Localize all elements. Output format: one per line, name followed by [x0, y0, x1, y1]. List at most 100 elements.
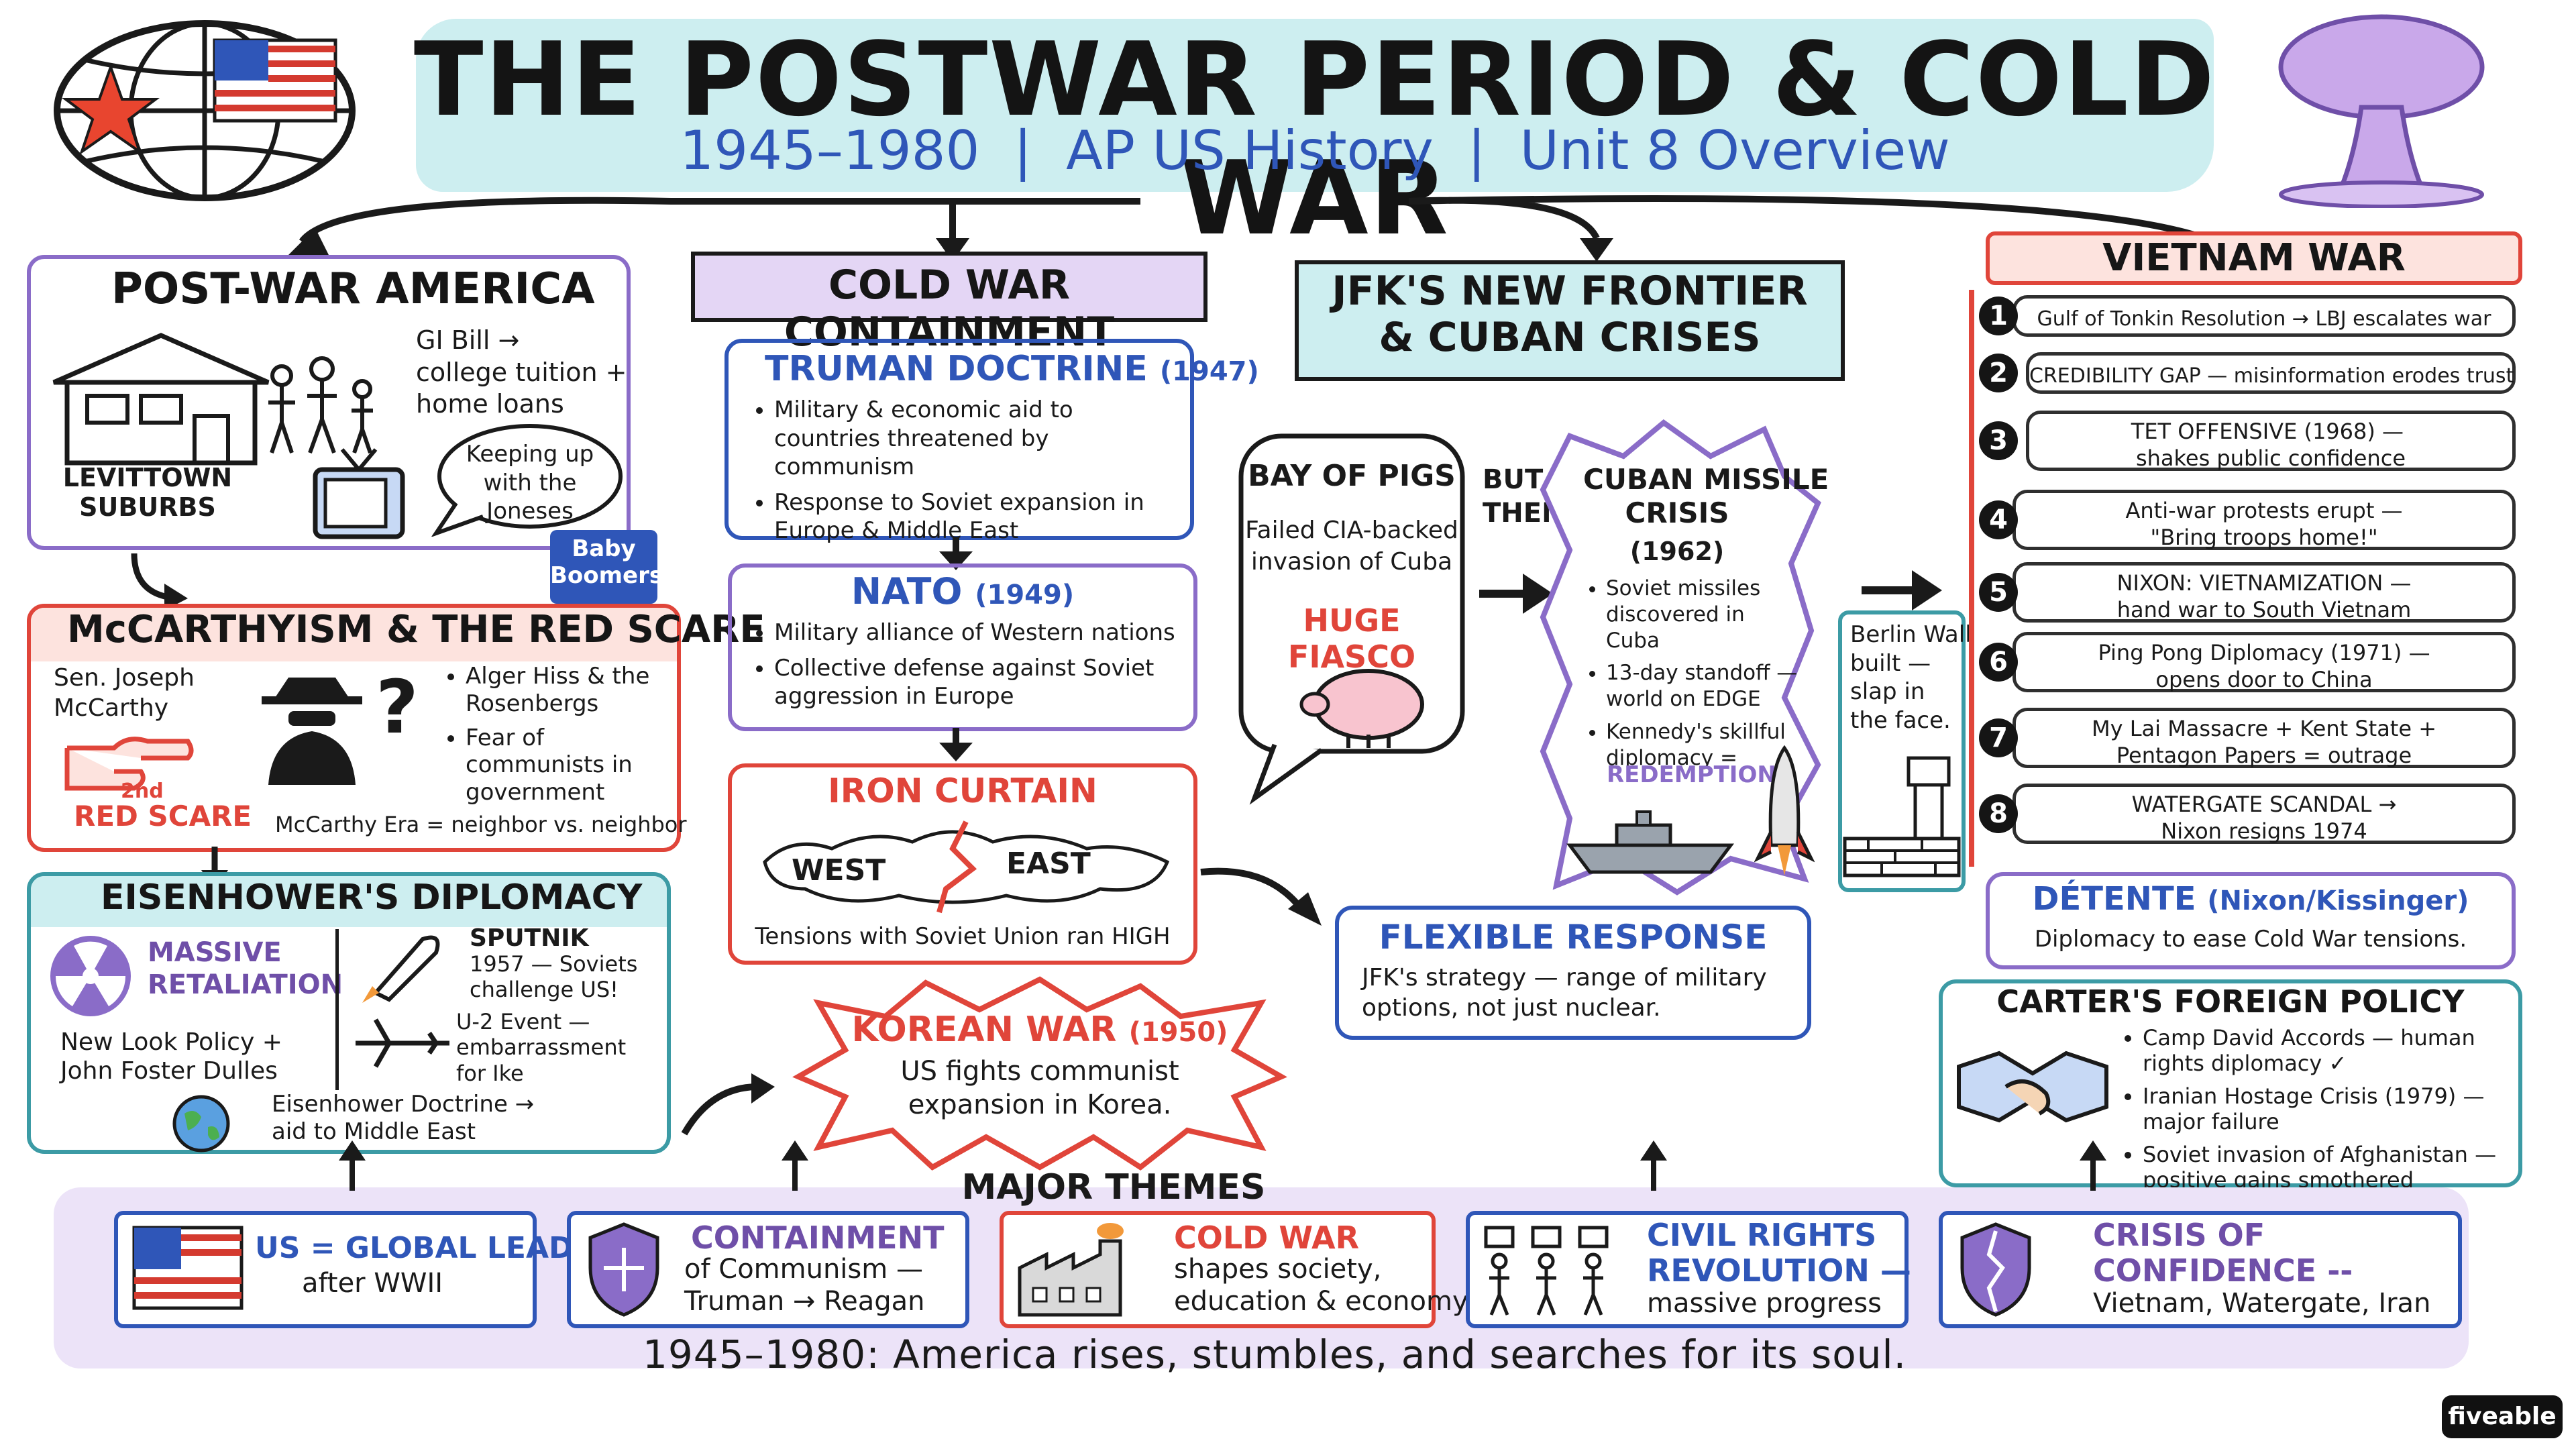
step-number: 4 — [1979, 500, 2018, 539]
page-subtitle: 1945–1980 | AP US History | Unit 8 Overv… — [680, 119, 1950, 182]
mccarthy-panel — [27, 604, 681, 852]
house-icon — [52, 333, 270, 466]
missile-crisis-title: CUBAN MISSILE CRISIS — [1583, 463, 1829, 530]
theme-title: COLD WAR — [1174, 1220, 1360, 1256]
vietnam-step: My Lai Massacre + Kent State + Pentagon … — [2012, 708, 2516, 768]
burst-shape — [792, 976, 1287, 1171]
theme-sub: shapes society, education & economy — [1174, 1254, 1468, 1317]
east-label: EAST — [1006, 847, 1091, 881]
carter-panel — [1939, 979, 2522, 1187]
carter-title: CARTER'S FOREIGN POLICY — [1996, 983, 2465, 1020]
truman-bullet: Military & economic aid to countries thr… — [774, 396, 1181, 482]
vietnam-step-text: TET OFFENSIVE (1968) — shakes public con… — [2131, 419, 2406, 471]
theme-sub: Vietnam, Watergate, Iran — [2093, 1288, 2431, 1319]
step-number: 3 — [1979, 421, 2018, 460]
page-title: THE POSTWAR PERIOD & COLD WAR — [413, 20, 2216, 258]
vietnam-header — [1986, 231, 2522, 285]
jfk-header — [1295, 260, 1845, 381]
vietnam-step: WATERGATE SCANDAL → Nixon resigns 1974 — [2012, 784, 2516, 844]
arrow-down-icon — [131, 553, 188, 610]
family-icon — [268, 356, 373, 454]
vietnam-step: TET OFFENSIVE (1968) — shakes public con… — [2026, 411, 2516, 471]
rocket-icon — [362, 935, 440, 1003]
nato-bullet: Military alliance of Western nations — [774, 619, 1194, 647]
containment-header — [691, 252, 1208, 322]
vietnam-step-text: My Lai Massacre + Kent State + Pentagon … — [2091, 716, 2437, 768]
detente-title: DÉTENTE (Nixon/Kissinger) — [2032, 880, 2469, 918]
speech-bubble — [431, 424, 623, 537]
question-mark: ? — [376, 664, 419, 750]
korean-war-title: KOREAN WAR (1950) — [851, 1010, 1228, 1050]
themes-footer: 1945–1980: America rises, stumbles, and … — [642, 1332, 1907, 1377]
sputnik-title: SPUTNIK — [470, 924, 589, 952]
west-label: WEST — [792, 853, 886, 888]
nato-bullets: Military alliance of Western nations Col… — [745, 619, 1194, 718]
truman-title: TRUMAN DOCTRINE (1947) — [765, 349, 1259, 389]
detente-panel — [1986, 872, 2516, 969]
nato-title: NATO (1949) — [851, 570, 1075, 612]
broken-shield-icon — [1960, 1222, 2031, 1317]
brand-logo: fiveable — [2442, 1395, 2563, 1438]
eisenhower-header-bar — [31, 876, 667, 927]
new-look-text: New Look Policy + John Foster Dulles — [60, 1028, 282, 1085]
red-scare-label: RED SCARE — [74, 800, 252, 833]
theme-title: US = GLOBAL LEADER — [255, 1231, 616, 1265]
europe-map-sketch — [763, 820, 1170, 914]
jfk-title: JFK'S NEW FRONTIER & CUBAN CRISES — [1332, 268, 1808, 361]
mushroom-cloud-icon — [2278, 14, 2485, 208]
iron-curtain-title: IRON CURTAIN — [828, 771, 1097, 810]
u2-text: U-2 Event — embarrassment for Ike — [456, 1009, 627, 1086]
carter-bullet: Camp David Accords — human rights diplom… — [2143, 1025, 2516, 1077]
vietnam-step: CREDIBILITY GAP — misinformation erodes … — [2026, 352, 2516, 394]
step-number: 1 — [1979, 297, 2018, 335]
missile-crisis-bullets: Soviet missiles discovered in Cuba 13-da… — [1576, 576, 1798, 777]
handshake-icon — [1957, 1051, 2108, 1123]
bay-of-pigs-text: Failed CIA-backed invasion of Cuba — [1245, 517, 1458, 576]
massive-retaliation: MASSIVE RETALIATION — [148, 937, 343, 1000]
mccarthy-footer: McCarthy Era = neighbor vs. neighbor — [275, 812, 687, 837]
nato-bullet: Collective defense against Soviet aggres… — [774, 654, 1194, 711]
vietnam-step-text: NIXON: VIETNAMIZATION — hand war to Sout… — [2116, 570, 2412, 623]
detente-text: Diplomacy to ease Cold War tensions. — [2034, 926, 2467, 953]
vietnam-step: NIXON: VIETNAMIZATION — hand war to Sout… — [2012, 562, 2516, 623]
us-flag-icon — [132, 1226, 244, 1310]
vietnam-step: Gulf of Tonkin Resolution → LBJ escalate… — [2012, 295, 2516, 337]
bay-of-pigs-bubble — [1238, 433, 1465, 805]
flexible-response-title: FLEXIBLE RESPONSE — [1379, 918, 1768, 957]
vietnam-step-text: Ping Pong Diplomacy (1971) — opens door … — [2098, 640, 2430, 692]
mccarthy-header-bar — [31, 608, 677, 661]
theme-sub: of Communism — Truman → Reagan — [684, 1254, 925, 1317]
pointing-hand-icon — [64, 737, 194, 791]
warship-icon — [1566, 810, 1734, 874]
step-number: 7 — [1979, 718, 2018, 757]
theme-title: CONTAINMENT — [691, 1220, 945, 1256]
containment-title: COLD WAR CONTAINMENT — [784, 262, 1115, 356]
missile-crisis-burst — [1540, 419, 1821, 896]
truman-bullets: Military & economic aid to countries thr… — [745, 396, 1181, 552]
theme-arrows — [339, 1140, 2106, 1191]
berlin-wall-panel — [1838, 610, 1966, 892]
tv-icon — [313, 448, 405, 539]
mccarthy-bullets: Alger Hiss & the Rosenbergs Fear of comm… — [436, 663, 678, 813]
vietnam-step: Ping Pong Diplomacy (1971) — opens door … — [2012, 632, 2516, 692]
carter-bullet: Iranian Hostage Crisis (1979) — major fa… — [2143, 1083, 2516, 1135]
levittown-label: LEVITTOWN SUBURBS — [62, 463, 233, 522]
shield-icon — [588, 1222, 659, 1317]
step-number: 2 — [1979, 354, 2018, 392]
theme-card-civil-rights — [1466, 1211, 1909, 1328]
radiation-icon — [50, 936, 131, 1016]
globe-flag-icon — [54, 20, 356, 201]
step-number: 8 — [1979, 794, 2018, 833]
arrow-right-icon — [1200, 867, 1322, 926]
missile-bullet: Kennedy's skillful diplomacy = — [1606, 719, 1798, 771]
sputnik-text: 1957 — Soviets challenge US! — [470, 951, 638, 1003]
airplane-icon — [356, 1018, 449, 1068]
vietnam-step-text: Anti-war protests erupt — "Bring troops … — [2125, 498, 2403, 550]
theme-sub: massive progress — [1647, 1288, 1882, 1319]
divider — [335, 929, 339, 1090]
mccarthy-title: McCARTHYISM & THE RED SCARE — [67, 608, 765, 651]
mccarthy-senator: Sen. Joseph McCarthy — [54, 664, 195, 722]
theme-title: CRISIS OF CONFIDENCE -- — [2093, 1217, 2353, 1289]
redemption-text: REDEMPTION — [1607, 761, 1776, 788]
themes-title: MAJOR THEMES — [961, 1167, 1266, 1208]
